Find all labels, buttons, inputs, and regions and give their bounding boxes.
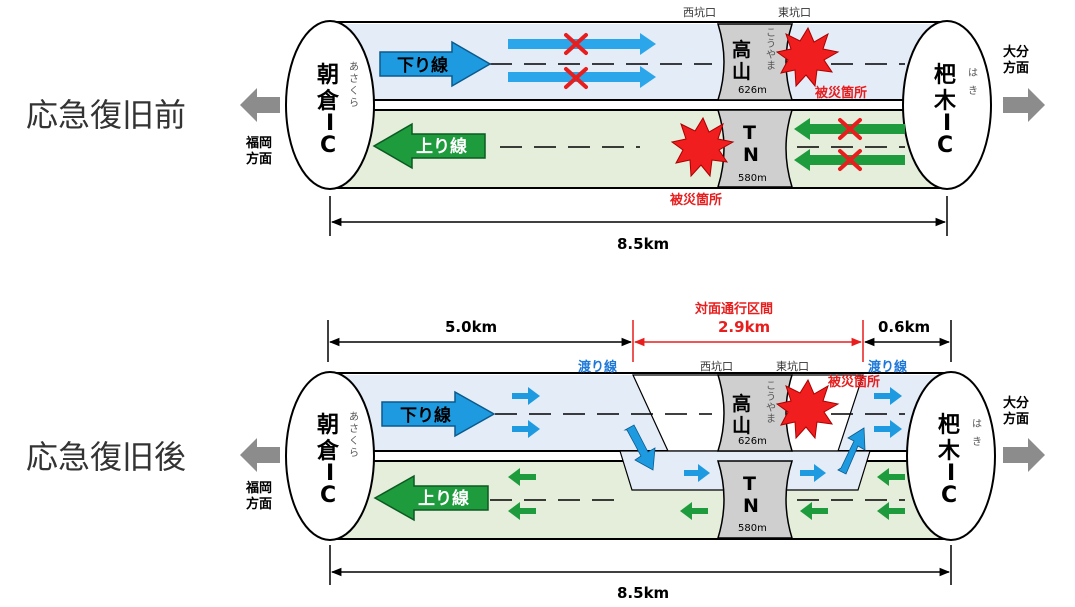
after-west-portal: 西坑口	[700, 359, 733, 373]
after-east-distance: 0.6km	[878, 318, 930, 336]
after-tunnel-name: 高山	[732, 392, 751, 437]
before-total-distance: 8.5km	[617, 235, 669, 253]
after-east-direction: 大分方面	[1003, 395, 1029, 427]
after-east-direction-arrow-icon	[1003, 438, 1045, 472]
west-direction-arrow-icon	[240, 88, 280, 122]
before-blocked-down-arrow-2-icon	[508, 66, 656, 88]
before-cross-3-icon	[838, 118, 862, 140]
before-disaster-label-up: 被災箇所	[669, 192, 722, 208]
after-down-line-arrow-icon	[381, 390, 496, 438]
after-east-ic	[906, 371, 996, 541]
before-up-line-label: 上り線	[416, 136, 467, 157]
before-east-ic	[902, 20, 992, 190]
after-west-ic	[285, 371, 375, 541]
after-east-portal: 東坑口	[776, 359, 809, 373]
after-up-line-arrow-icon	[373, 474, 489, 522]
after-down-small-arrow-3-icon	[874, 387, 902, 405]
after-panel: 応急復旧後 福岡方面 大分方面 5.0km 対面通行区間 2.9km 0.6km	[26, 301, 1045, 602]
after-crossover-small-arrow-icon	[684, 464, 710, 482]
before-west-portal: 西坑口	[683, 5, 716, 19]
after-down-line-label: 下り線	[400, 405, 451, 426]
before-cross-1-icon	[564, 33, 588, 55]
before-west-ic-kana: あさくら	[349, 61, 359, 109]
after-tunnel-up	[716, 460, 794, 539]
before-disaster-burst-down-icon	[775, 26, 840, 88]
after-up-small-arrow-3-icon	[680, 502, 708, 520]
after-up-length: 580m	[738, 523, 767, 534]
after-west-direction: 福岡方面	[245, 480, 272, 512]
east-direction-arrow-icon	[1003, 88, 1045, 122]
before-tunnel-kana: こうやま	[766, 28, 776, 72]
before-title: 応急復旧前	[26, 96, 186, 134]
before-east-portal: 東坑口	[778, 5, 811, 19]
before-cross-4-icon	[838, 149, 862, 171]
before-east-direction: 大分方面	[1003, 44, 1029, 76]
before-cross-2-icon	[564, 67, 588, 89]
after-title: 応急復旧後	[26, 438, 186, 476]
after-crossover-right-label: 渡り線	[868, 359, 908, 375]
after-down-small-arrow-4-icon	[874, 420, 902, 438]
after-down-length: 626m	[738, 436, 767, 447]
after-crossover-small-arrow-2-icon	[800, 464, 826, 482]
before-tunnel-up	[716, 109, 794, 188]
before-east-ic-kana: はき	[968, 67, 978, 97]
after-east-ic-kana: はき	[972, 418, 982, 448]
after-west-distance: 5.0km	[445, 318, 497, 336]
before-west-direction: 福岡方面	[245, 135, 272, 167]
after-down-small-arrow-2-icon	[512, 420, 540, 438]
before-blocked-down-arrow-1-icon	[508, 33, 656, 55]
after-crossover-left-label: 渡り線	[578, 359, 618, 375]
after-up-small-arrow-6-icon	[877, 502, 905, 520]
before-disaster-label-down: 被災箇所	[814, 85, 867, 101]
before-up-line-arrow-icon	[372, 122, 486, 170]
after-up-small-arrow-2-icon	[508, 502, 536, 520]
before-down-length: 626m	[738, 85, 767, 96]
after-up-small-arrow-1-icon	[508, 468, 536, 486]
after-two-way-section: 対面通行区間	[694, 301, 773, 317]
after-up-line-label: 上り線	[418, 488, 469, 509]
before-west-ic	[285, 20, 375, 190]
before-down-line-arrow-icon	[379, 40, 492, 88]
after-crossover-arrow-left-icon	[623, 424, 656, 471]
after-up-small-arrow-5-icon	[877, 468, 905, 486]
after-west-direction-arrow-icon	[240, 438, 280, 472]
before-disaster-burst-up-icon	[670, 116, 735, 178]
after-total-distance: 8.5km	[617, 584, 669, 602]
after-west-ic-kana: あさくら	[349, 411, 359, 459]
after-disaster-burst-icon	[775, 378, 840, 440]
before-up-length: 580m	[738, 173, 767, 184]
after-disaster-label: 被災箇所	[827, 374, 880, 390]
after-down-small-arrow-1-icon	[512, 387, 540, 405]
after-two-way-distance: 2.9km	[718, 318, 770, 336]
after-tunnel-kana: こうやま	[766, 381, 776, 425]
before-tunnel-name: 高山	[732, 38, 751, 83]
after-crossover-arrow-right-icon	[837, 427, 866, 475]
after-up-small-arrow-4-icon	[800, 502, 828, 520]
before-down-line-label: 下り線	[397, 55, 448, 76]
